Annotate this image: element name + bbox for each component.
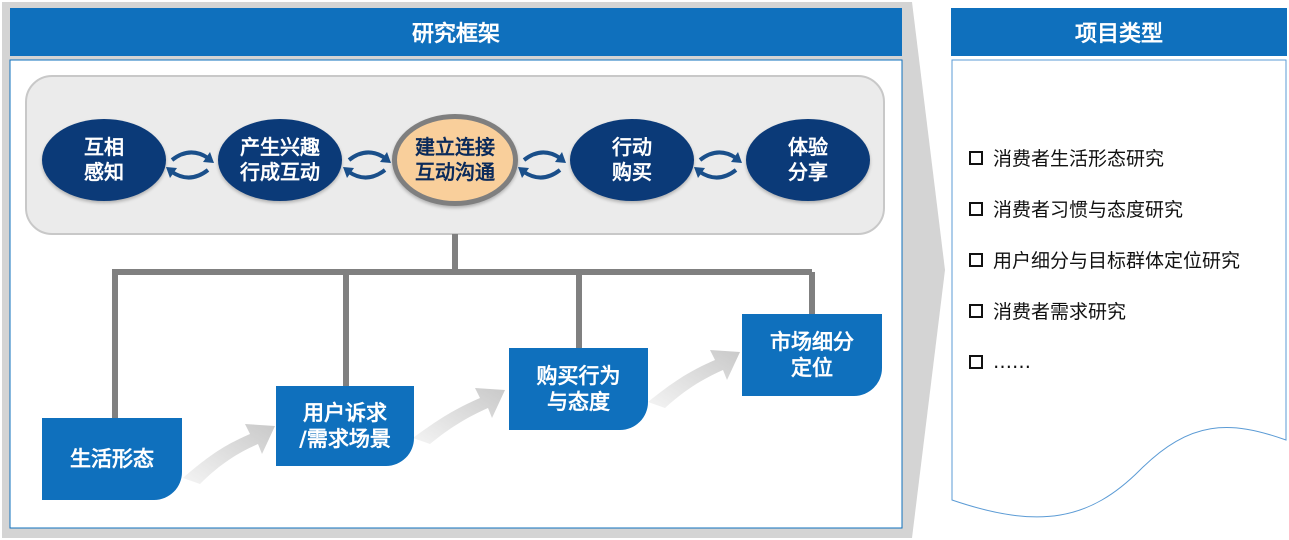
square-bullet-icon — [969, 303, 983, 318]
cycle-node-connect: 建立连接互动沟通 — [392, 114, 518, 206]
list-item: …… — [969, 336, 1240, 387]
swap-arrow-2 — [347, 150, 387, 180]
cycle-node-perceive: 互相感知 — [42, 119, 166, 201]
cycle-node-purchase: 行动购买 — [570, 119, 694, 201]
list-item: 消费者生活形态研究 — [969, 132, 1240, 183]
list-item: 消费者需求研究 — [969, 285, 1240, 336]
square-bullet-icon — [969, 201, 983, 216]
progress-arrow-1 — [183, 424, 275, 484]
progress-arrow-2 — [413, 388, 505, 444]
project-types-title: 项目类型 — [951, 8, 1287, 56]
list-item: 消费者习惯与态度研究 — [969, 183, 1240, 234]
swap-arrow-4 — [698, 150, 738, 180]
cycle-node-interest: 产生兴趣行成互动 — [218, 119, 342, 201]
list-item: 用户细分与目标群体定位研究 — [969, 234, 1240, 285]
swap-arrow-3 — [522, 150, 562, 180]
framework-title: 研究框架 — [10, 8, 902, 56]
connector-tree — [112, 234, 815, 418]
square-bullet-icon — [969, 252, 983, 267]
stage-purchase-behavior: 购买行为 与态度 — [509, 348, 648, 430]
swap-arrow-1 — [170, 150, 210, 180]
progression-arrows — [183, 350, 740, 484]
stage-lifestyle: 生活形态 — [42, 418, 182, 500]
square-bullet-icon — [969, 150, 983, 165]
progress-arrow-3 — [648, 350, 740, 408]
square-bullet-icon — [969, 354, 983, 369]
stage-segmentation: 市场细分 定位 — [742, 314, 882, 396]
swap-arrows — [170, 150, 738, 180]
swap-arrowheads — [166, 152, 742, 178]
stage-user-needs: 用户诉求 /需求场景 — [276, 386, 414, 466]
project-types-list: 消费者生活形态研究 消费者习惯与态度研究 用户细分与目标群体定位研究 消费者需求… — [969, 132, 1240, 387]
project-types-document — [951, 59, 1287, 518]
cycle-node-share: 体验分享 — [746, 119, 870, 201]
